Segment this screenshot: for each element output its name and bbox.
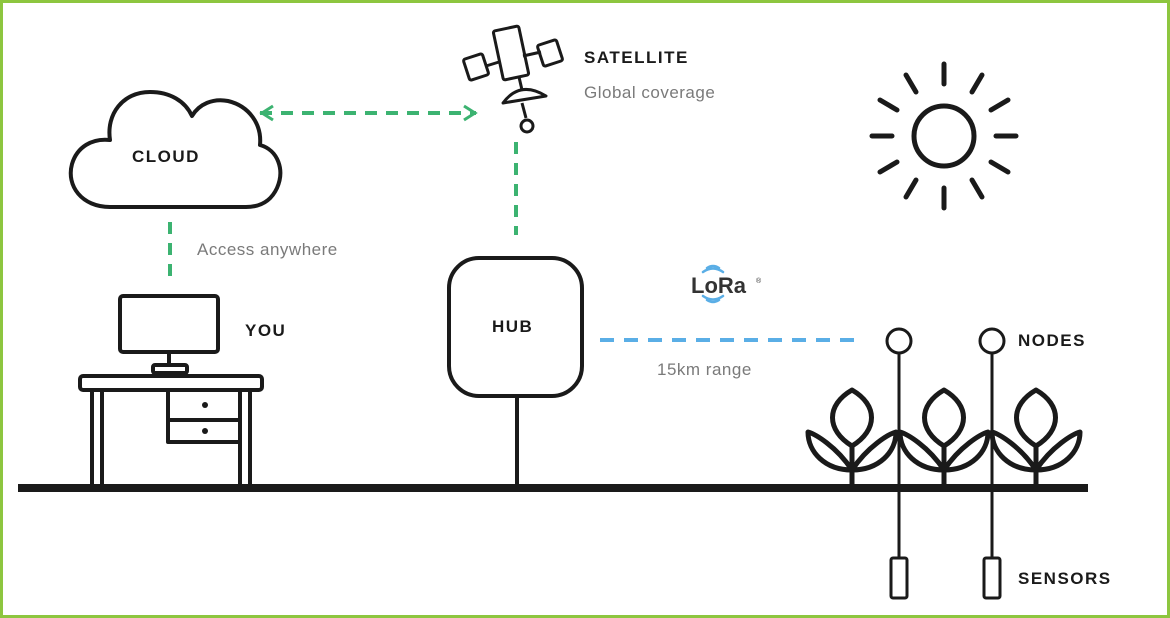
satellite-label: SATELLITE: [584, 48, 689, 67]
hub-icon: [447, 256, 584, 484]
lora-label: LoRa: [691, 273, 747, 298]
cloud-label: CLOUD: [132, 147, 200, 166]
node-2-icon: [978, 327, 1006, 600]
nodes-label: NODES: [1018, 331, 1086, 350]
sensors-label: SENSORS: [1018, 569, 1112, 588]
desk-icon: [78, 374, 264, 484]
plants-icon: [805, 387, 1083, 484]
lora-wave-icon: [701, 264, 725, 304]
satellite-icon: [462, 24, 564, 134]
global-coverage-label: Global coverage: [584, 83, 715, 102]
lora-registered-mark: ®: [756, 277, 762, 285]
access-anywhere-label: Access anywhere: [197, 240, 338, 259]
monitor-icon: [118, 294, 220, 375]
node-1-icon: [885, 327, 913, 600]
you-label: YOU: [245, 321, 286, 340]
range-label: 15km range: [657, 360, 752, 379]
hub-label: HUB: [492, 317, 533, 336]
sun-icon: [869, 61, 1019, 211]
cloud-icon: [68, 90, 283, 209]
